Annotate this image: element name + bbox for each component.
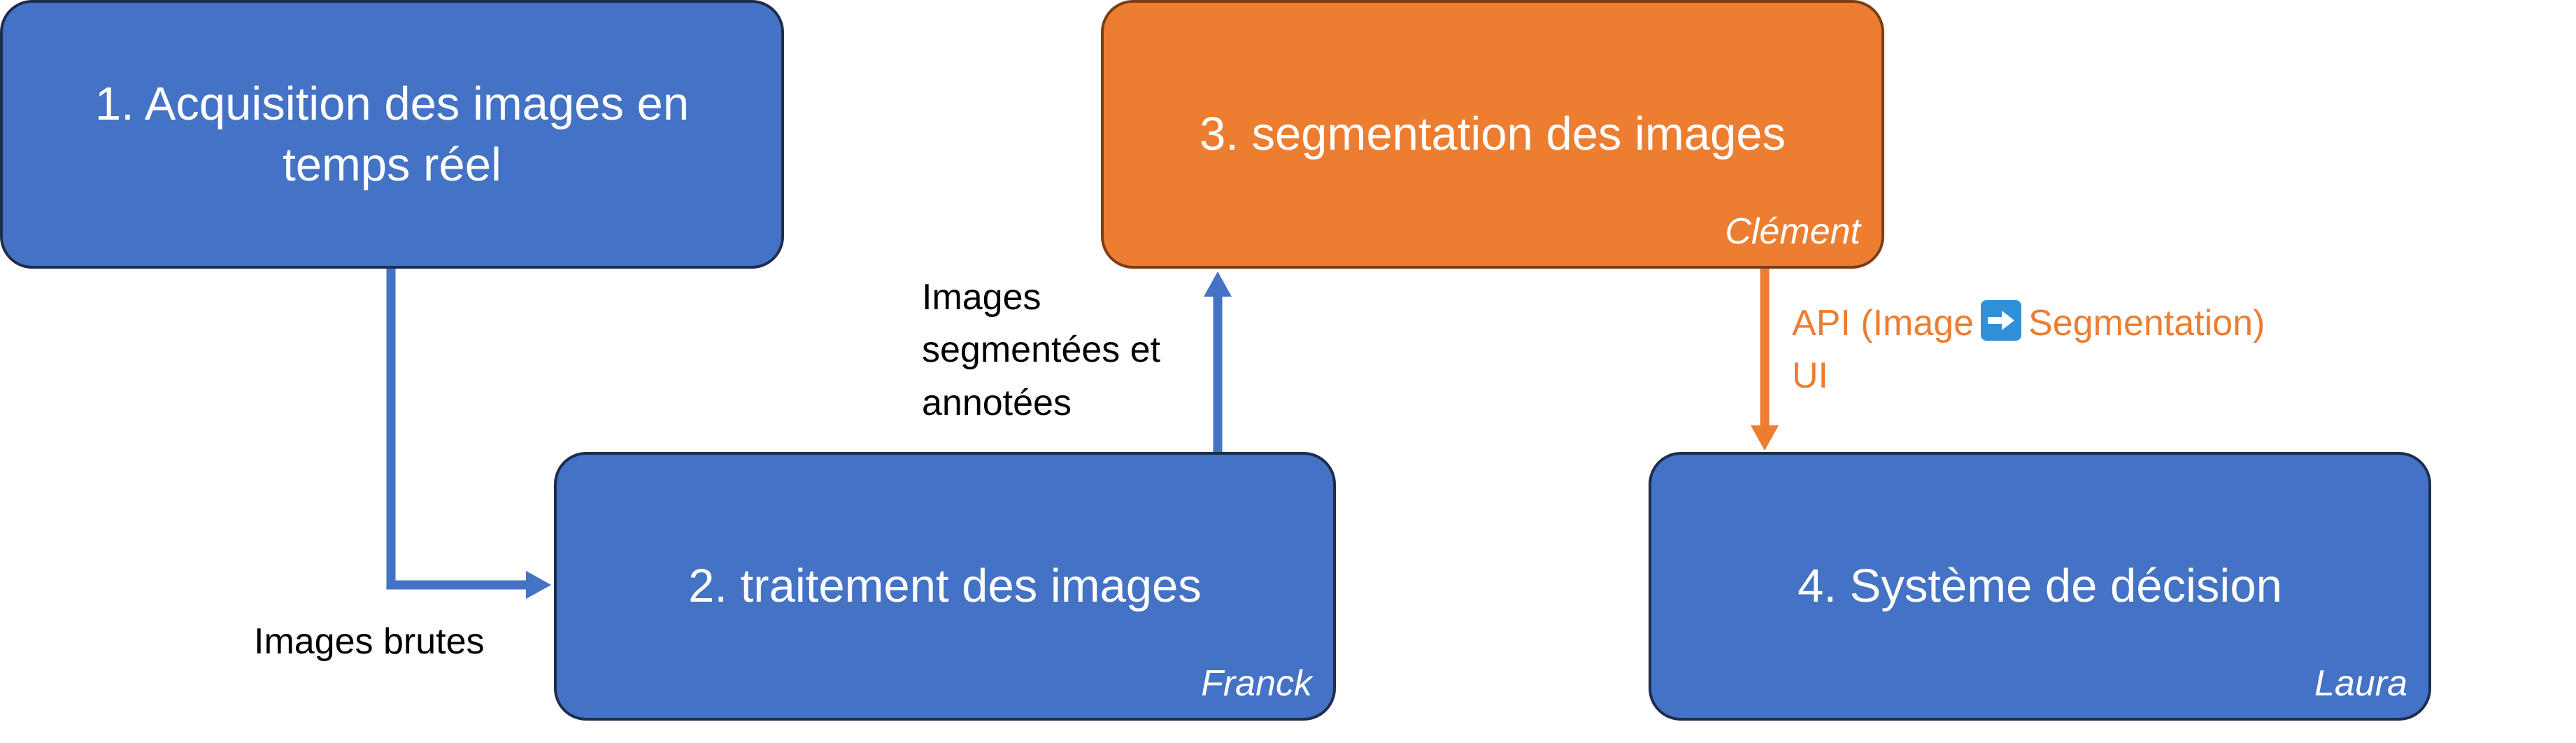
box-decision-title: 4. Système de décision bbox=[1798, 560, 2282, 613]
label-api: API (Image Segmentation) UI bbox=[1792, 297, 2265, 403]
box-segmentation-owner: Clément bbox=[1725, 211, 1860, 253]
box-decision-owner: Laura bbox=[2314, 663, 2407, 705]
label-images-annotees-line-1: Images bbox=[922, 277, 1041, 318]
box-traitement-owner: Franck bbox=[1201, 663, 1312, 705]
arrowhead-to-decision bbox=[1751, 425, 1779, 451]
label-api-after: Segmentation) bbox=[2028, 303, 2265, 344]
box-traitement-title: 2. traitement des images bbox=[688, 560, 1202, 613]
box-acquisition: 1. Acquisition des images en temps réel bbox=[0, 0, 784, 269]
label-images-brutes: Images brutes bbox=[254, 621, 485, 662]
box-decision: 4. Système de décision Laura bbox=[1649, 452, 2431, 721]
arrow-acquisition-to-traitement bbox=[386, 269, 532, 590]
arrowhead-to-segmentation bbox=[1204, 271, 1232, 297]
label-api-line-2: UI bbox=[1792, 355, 1828, 397]
right-arrow-emoji-icon bbox=[1981, 300, 2022, 341]
label-images-annotees-line-2: segmentées et bbox=[922, 330, 1161, 371]
label-images-annotees-line-3: annotées bbox=[922, 382, 1072, 423]
label-images-annotees: Images segmentées et annotées bbox=[922, 271, 1160, 430]
label-api-line-1: API (Image Segmentation) bbox=[1792, 297, 2265, 350]
box-acquisition-title: 1. Acquisition des images en temps réel bbox=[94, 77, 690, 191]
box-segmentation-title: 3. segmentation des images bbox=[1200, 108, 1786, 161]
arrowhead-to-traitement bbox=[526, 571, 551, 599]
box-traitement: 2. traitement des images Franck bbox=[554, 452, 1336, 721]
label-api-before: API (Image bbox=[1792, 303, 1974, 344]
box-segmentation: 3. segmentation des images Clément bbox=[1101, 0, 1884, 269]
